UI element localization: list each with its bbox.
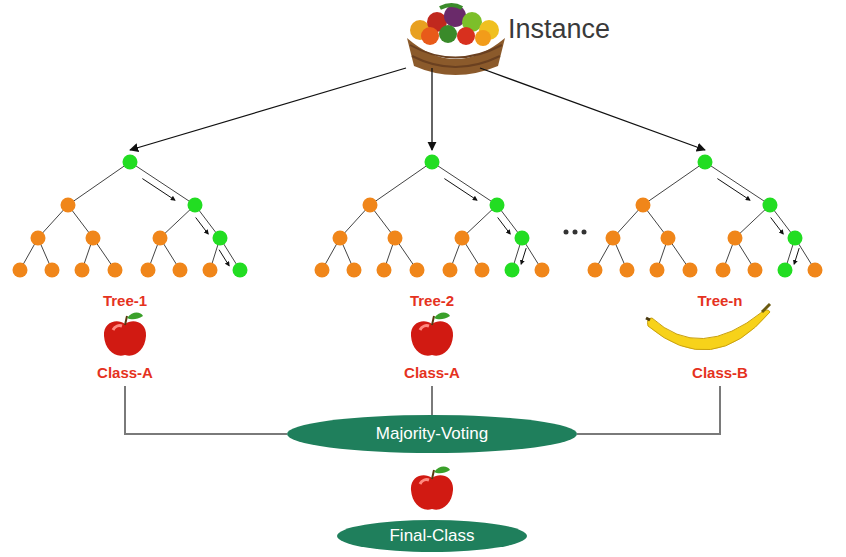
final-class-ellipse: Final-Class (337, 520, 527, 552)
instance-box: Instance (398, 0, 638, 72)
tree-node-dot (410, 263, 425, 278)
tree-node-dot (363, 198, 378, 213)
vote-line (125, 386, 287, 434)
tree-node-dot (650, 263, 665, 278)
tree-node-dot (61, 198, 76, 213)
path-arrow (498, 217, 511, 234)
apple-icon (104, 313, 146, 356)
tree-branch (130, 162, 195, 205)
path-arrow (142, 179, 175, 201)
tree-branch (370, 162, 432, 205)
tree-box: Tree-1Class-A (35, 150, 215, 386)
tree-node-dot (661, 231, 676, 246)
tree-label: Tree-n (697, 292, 742, 310)
tree-branch (432, 162, 497, 205)
tree-node-dot (86, 231, 101, 246)
path-arrow (444, 179, 477, 201)
tree-node-dot (490, 198, 505, 213)
tree-node-dot (123, 155, 138, 170)
tree-label: Tree-1 (103, 292, 147, 310)
path-arrow (717, 179, 750, 201)
tree-branch (643, 162, 705, 205)
path-arrow (794, 248, 799, 264)
tree-node-dot (233, 263, 248, 278)
tree-node-dot (636, 198, 651, 213)
tree-node-dot (515, 231, 530, 246)
tree-node-dot (588, 263, 603, 278)
tree-node-dot (788, 231, 803, 246)
tree-node-dot (13, 263, 28, 278)
tree-node-dot (425, 155, 440, 170)
tree-node-dot (505, 263, 520, 278)
tree-box: Tree-nClass-B (630, 150, 810, 386)
tree-node-dot (377, 263, 392, 278)
node-label: Instance (508, 14, 638, 45)
tree-node-dot (475, 263, 490, 278)
tree-node-dot (153, 231, 168, 246)
instance-arrow (130, 68, 406, 150)
tree-node-dot (808, 263, 823, 278)
tree-node-dot (455, 231, 470, 246)
node-label: Majority-Voting (376, 424, 488, 444)
tree-node-dot (315, 263, 330, 278)
path-arrow (521, 248, 526, 264)
tree-node-dot (698, 155, 713, 170)
tree-node-dot (535, 263, 550, 278)
class-label: Class-A (404, 364, 460, 382)
tree-node-dot (763, 198, 778, 213)
tree-node-dot (45, 263, 60, 278)
banana-icon (646, 304, 770, 350)
tree-node-dot (748, 263, 763, 278)
vote-line (577, 386, 720, 434)
path-arrow (219, 250, 229, 266)
class-label: Class-B (692, 364, 748, 382)
tree-branch (705, 162, 770, 205)
node-label: Final-Class (389, 526, 474, 546)
tree-box: Tree-2Class-A (342, 150, 522, 386)
tree-node-dot (188, 198, 203, 213)
apple-icon (411, 313, 453, 356)
class-label: Class-A (97, 364, 153, 382)
tree-node-dot (347, 263, 362, 278)
instance-arrow (480, 68, 705, 150)
tree-node-dot (108, 263, 123, 278)
tree-node-dot (606, 231, 621, 246)
tree-node-dot (75, 263, 90, 278)
tree-node-dot (213, 231, 228, 246)
tree-node-dot (443, 263, 458, 278)
tree-node-dot (388, 231, 403, 246)
tree-node-dot (141, 263, 156, 278)
ellipsis-dots (564, 230, 587, 235)
tree-label: Tree-2 (410, 292, 454, 310)
fruit-basket (407, 5, 505, 75)
tree-node-dot (728, 231, 743, 246)
tree-node-dot (173, 263, 188, 278)
apple-icon (411, 467, 453, 510)
tree-node-dot (778, 263, 793, 278)
voting-ellipse: Majority-Voting (287, 415, 577, 453)
tree-branch (68, 162, 130, 205)
tree-node-dot (333, 231, 348, 246)
tree-node-dot (683, 263, 698, 278)
tree-node-dot (203, 263, 218, 278)
path-arrow (771, 217, 784, 234)
tree-node-dot (31, 231, 46, 246)
instance-arrow (431, 68, 432, 150)
tree-node-dot (716, 263, 731, 278)
vote-line (431, 386, 433, 415)
path-arrow (196, 217, 209, 234)
tree-node-dot (620, 263, 635, 278)
decision-trees (13, 155, 823, 278)
